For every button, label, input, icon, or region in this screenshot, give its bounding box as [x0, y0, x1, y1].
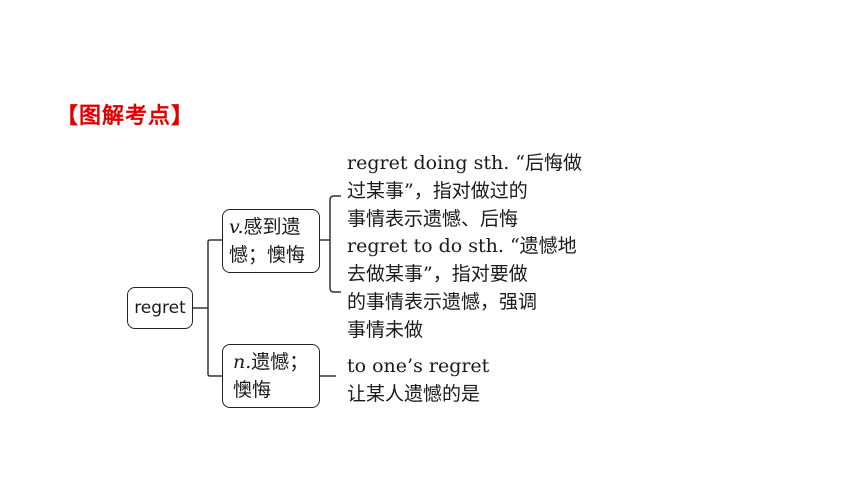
verb-bracket: [320, 195, 341, 293]
verb-meaning-node: v.感到遗 憾；懊悔: [222, 209, 320, 273]
note-line: 的事情表示遗憾，强调: [347, 291, 538, 313]
note-line: 让某人遗憾的是: [347, 383, 481, 405]
note-to-ones-regret: to one’s regret 让某人遗憾的是: [347, 352, 489, 408]
noun-meaning-part-1: 遗憾；: [251, 351, 309, 373]
page-title: 【图解考点】: [56, 104, 195, 129]
verb-meaning-line-1: v.感到遗: [229, 213, 313, 241]
note-line: 事情未做: [347, 319, 424, 341]
root-label: regret: [134, 298, 186, 318]
noun-meaning-node: n.遗憾； 懊悔: [222, 344, 320, 408]
verb-meaning-line-2: 憾；懊悔: [229, 244, 306, 266]
noun-pos: n.: [233, 351, 252, 373]
note-line: regret doing sth. “后悔做: [347, 152, 583, 174]
note-regret-to-do: regret to do sth. “遗憾地 去做某事”，指对要做 的事情表示遗…: [347, 232, 577, 344]
verb-meaning-part-1: 感到遗: [243, 216, 301, 238]
verb-pos: v.: [229, 216, 244, 238]
note-line: 过某事”，指对做过的: [347, 180, 528, 202]
root-node-regret: regret: [127, 287, 193, 329]
note-line: 事情表示遗憾、后悔: [347, 208, 519, 230]
root-bracket: [193, 239, 222, 377]
note-line: regret to do sth. “遗憾地: [347, 235, 577, 257]
noun-meaning-line-1: n.遗憾；: [233, 348, 313, 376]
note-line: to one’s regret: [347, 355, 490, 377]
noun-meaning-line-2: 懊悔: [233, 379, 272, 401]
note-regret-doing: regret doing sth. “后悔做 过某事”，指对做过的 事情表示遗憾…: [347, 149, 582, 233]
note-line: 去做某事”，指对要做: [347, 263, 528, 285]
